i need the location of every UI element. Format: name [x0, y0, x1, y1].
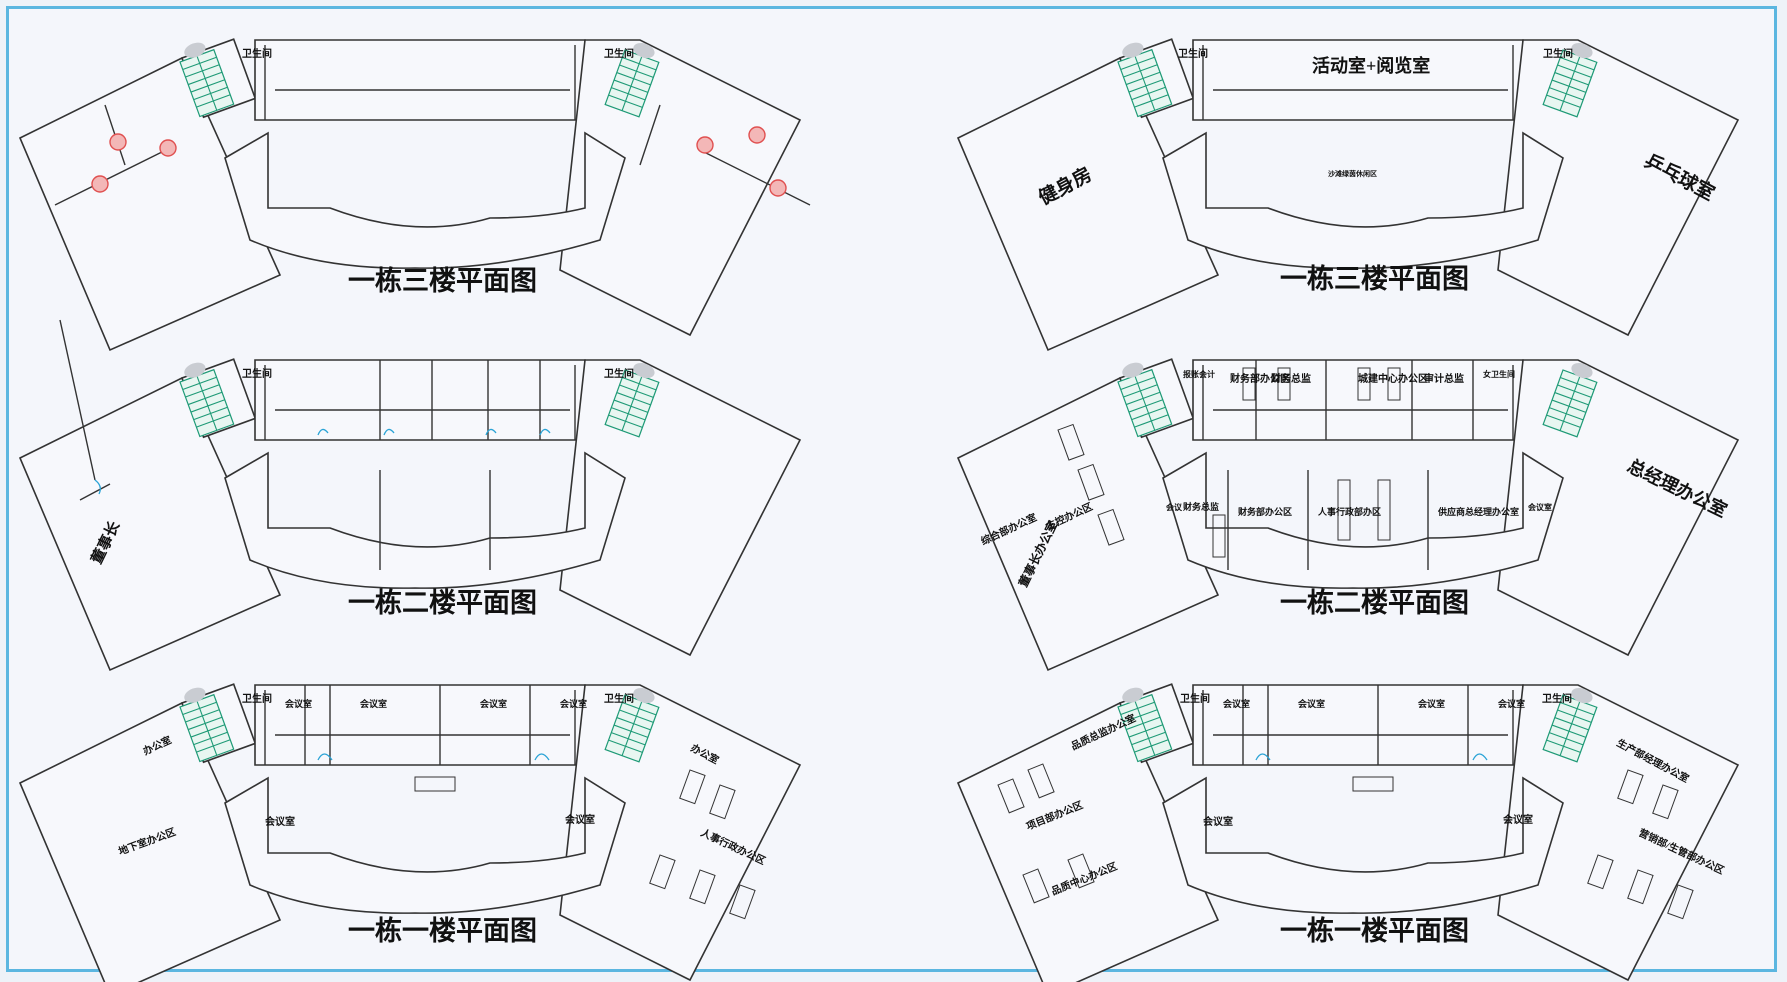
- plan-2f-right: 报账会计 财务部办公区 财务总监 城建中心办公区 审计总监 女卫生间 会议 财务…: [957, 356, 1739, 671]
- marker-icon: [159, 139, 177, 157]
- marker-icon: [696, 136, 714, 154]
- plan-3f-right: 卫生间 卫生间 活动室+阅览室 沙滩绿茵休闲区 健身房 乒乓球室 一栋三楼平面图: [957, 36, 1739, 351]
- room-label: 报账会计: [1183, 369, 1215, 379]
- room-label: 卫生间: [1178, 47, 1208, 60]
- marker-icon: [769, 179, 787, 197]
- room-label: 卫生间: [242, 692, 272, 705]
- marker-icon: [91, 175, 109, 193]
- room-label: 财务部办公区: [1237, 506, 1292, 517]
- plan-title: 一栋三楼平面图: [348, 265, 537, 296]
- room-label: 财务总监: [1270, 372, 1311, 385]
- marker-icon: [109, 133, 127, 151]
- room-label: 会议室: [560, 698, 587, 709]
- room-label: 会议室: [285, 698, 312, 709]
- room-label: 卫生间: [604, 47, 634, 60]
- drawing-frame: [6, 6, 1777, 972]
- room-label: 会议室: [1528, 502, 1552, 512]
- room-label: 卫生间: [1180, 692, 1210, 705]
- room-label: 卫生间: [242, 367, 272, 380]
- room-label: 卫生间: [1542, 692, 1572, 705]
- room-label: 卫生间: [1543, 47, 1573, 60]
- plan-1f-left: 卫生间 卫生间 会议室 会议室 会议室 会议室 办公室 地下室办公区 会议室 会…: [19, 681, 801, 982]
- room-label: 会议室: [1203, 815, 1233, 828]
- room-label: 会议室: [480, 698, 507, 709]
- plan-1f-right: 卫生间 卫生间 会议室 会议室 会议室 会议室 品质总监办公室 项目部办公区 品…: [957, 681, 1739, 982]
- plan-3f-left: 卫生间 卫生间 一栋三楼平面图: [19, 36, 811, 351]
- room-label: 沙滩绿茵休闲区: [1328, 169, 1377, 178]
- room-label: 供应商总经理办公室: [1437, 506, 1519, 517]
- room-label: 会议室: [265, 815, 295, 828]
- room-label: 女卫生间: [1483, 369, 1515, 379]
- room-label: 会议室: [565, 813, 595, 826]
- room-label: 活动室+阅览室: [1312, 55, 1430, 76]
- room-label: 会议室: [360, 698, 387, 709]
- plan-title: 一栋一楼平面图: [348, 915, 537, 946]
- room-label: 会议室: [1503, 813, 1533, 826]
- room-label: 会议室: [1298, 698, 1325, 709]
- room-label: 会议室: [1223, 698, 1250, 709]
- room-label: 卫生间: [604, 692, 634, 705]
- room-label: 会议: [1166, 502, 1183, 512]
- marker-icon: [748, 126, 766, 144]
- plan-2f-left: 卫生间 卫生间 董事长 一栋二楼平面图: [19, 319, 801, 671]
- room-label: 会议室: [1498, 698, 1525, 709]
- plan-title: 一栋一楼平面图: [1280, 915, 1469, 946]
- room-label: 人事行政部办区: [1317, 506, 1381, 517]
- room-label: 卫生间: [604, 367, 634, 380]
- plan-title: 一栋三楼平面图: [1280, 263, 1469, 294]
- room-label: 财务部办公区: [1229, 372, 1290, 385]
- room-label: 审计总监: [1424, 372, 1464, 385]
- room-label: 会议室: [1418, 698, 1445, 709]
- room-label: 财务总监: [1182, 501, 1219, 512]
- room-label: 城建中心办公区: [1358, 372, 1428, 385]
- plan-title: 一栋二楼平面图: [348, 587, 537, 618]
- room-label: 卫生间: [242, 47, 272, 60]
- plan-title: 一栋二楼平面图: [1280, 587, 1469, 618]
